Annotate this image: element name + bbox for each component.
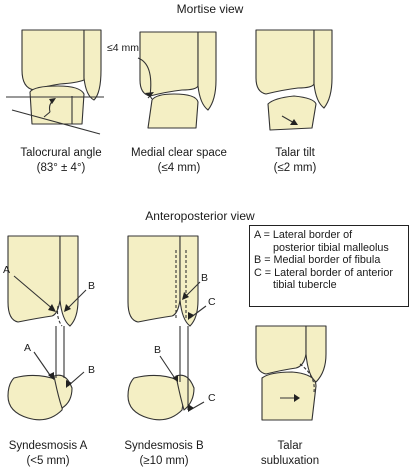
legend-b-line1: B = Medial border of fibula xyxy=(254,254,381,266)
marker-b-syndesmosis-b-bottom: B xyxy=(154,344,162,356)
medial-clear-space-label: Medial clear space xyxy=(131,147,227,159)
syndesmosis-a-label: Syndesmosis A xyxy=(8,440,88,452)
syndesmosis-a-drawing xyxy=(7,235,79,421)
talar-tilt-drawing xyxy=(255,29,333,131)
medial-clear-space-annotation: ≤4 mm xyxy=(107,42,140,54)
talocrural-angle-label: Talocrural angle xyxy=(20,147,102,159)
legend-c-line2: tibial tubercle xyxy=(273,279,337,291)
mortise-view-heading: Mortise view xyxy=(176,2,244,16)
talar-tilt-label: Talar tilt xyxy=(275,147,315,159)
talar-subluxation-label-line2: subluxation xyxy=(260,455,320,467)
talar-tilt-value: (≤2 mm) xyxy=(273,162,317,174)
marker-b-syndesmosis-b-top: B xyxy=(201,272,209,284)
anteroposterior-view-heading: Anteroposterior view xyxy=(145,209,255,223)
marker-a-syndesmosis-a-bottom: A xyxy=(24,342,32,354)
talocrural-angle-value: (83° ± 4°) xyxy=(36,162,86,174)
marker-c-syndesmosis-b-top: C xyxy=(208,296,216,308)
syndesmosis-b-label: Syndesmosis B xyxy=(124,440,204,452)
talar-subluxation-drawing xyxy=(255,325,327,421)
marker-c-syndesmosis-b-bottom: C xyxy=(208,392,216,404)
legend-a-line2: posterior tibial malleolus xyxy=(273,241,389,254)
legend-box: A = Lateral border of posterior tibial m… xyxy=(249,225,409,307)
medial-clear-space-value: (≤4 mm) xyxy=(157,162,201,174)
talocrural-angle-drawing xyxy=(21,29,102,125)
marker-a-syndesmosis-a-top: A xyxy=(3,264,11,276)
legend-a-line1: A = Lateral border of xyxy=(254,229,353,241)
marker-b-syndesmosis-a-top: B xyxy=(88,280,96,292)
marker-b-syndesmosis-a-bottom: B xyxy=(88,364,96,376)
syndesmosis-b-value: (≥10 mm) xyxy=(139,455,189,467)
legend-c-line1: C = Lateral border of anterior xyxy=(254,266,393,279)
talar-subluxation-label: Talar xyxy=(277,440,303,452)
syndesmosis-a-value: (<5 mm) xyxy=(26,455,70,467)
syndesmosis-b-drawing xyxy=(127,235,199,421)
medial-clear-space-drawing xyxy=(139,31,217,129)
